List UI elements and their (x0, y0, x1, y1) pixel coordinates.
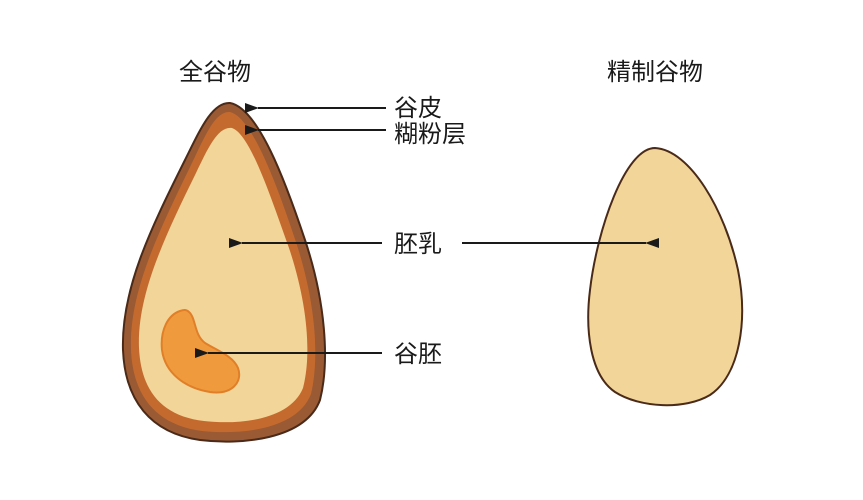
refined-grain-kernel (587, 146, 744, 407)
whole-grain-title: 全谷物 (179, 58, 251, 86)
germ-label: 谷胚 (394, 340, 442, 368)
aleurone-label: 糊粉层 (394, 120, 466, 148)
whole-grain-kernel (121, 101, 326, 443)
endosperm-label: 胚乳 (394, 230, 442, 258)
refined-endosperm (587, 146, 744, 407)
bran-label: 谷皮 (394, 94, 442, 122)
refined-grain-title: 精制谷物 (607, 58, 703, 86)
